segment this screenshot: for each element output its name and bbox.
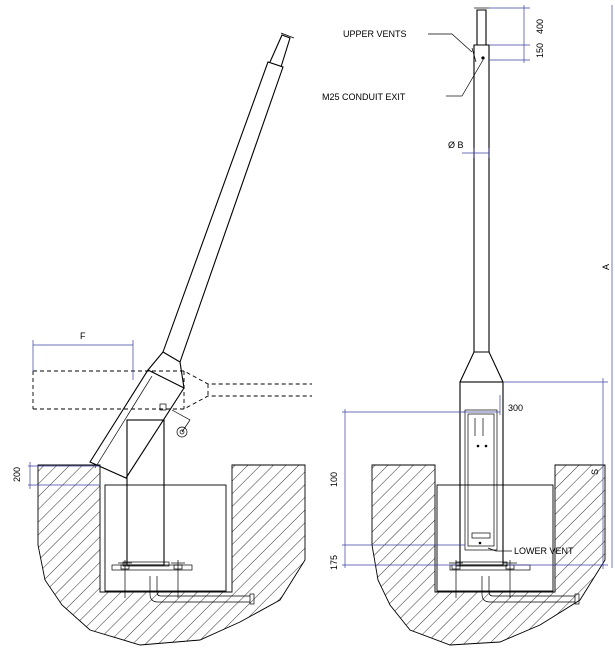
dim-diameter-b: Ø B xyxy=(448,140,490,158)
left-foundation xyxy=(104,484,227,592)
dim-300-value: 300 xyxy=(508,403,523,413)
right-ground xyxy=(371,464,606,646)
dim-400-150: 400 150 xyxy=(489,5,545,63)
left-pole-tip xyxy=(269,34,291,68)
label-conduit-exit: M25 CONDUIT EXIT xyxy=(322,92,406,102)
dim-a: A xyxy=(601,5,613,568)
dim-150-value: 150 xyxy=(535,43,545,58)
left-hinge-base xyxy=(126,419,165,566)
dim-f: F xyxy=(32,331,134,380)
conduit-exit-callout: M25 CONDUIT EXIT xyxy=(322,59,484,102)
left-lowered-position xyxy=(32,370,312,410)
label-diameter-b: Ø B xyxy=(448,140,464,150)
label-a: A xyxy=(601,264,611,270)
lower-vent-callout: LOWER VENT xyxy=(487,546,574,556)
right-taper xyxy=(459,351,504,383)
label-s: S xyxy=(590,469,600,475)
label-f: F xyxy=(80,331,86,341)
dim-100-175: 100 175 xyxy=(329,409,465,570)
right-pole-shaft xyxy=(473,44,490,352)
right-upright-view: 400 150 UPPER VENTS M25 CONDUIT EXIT Ø B… xyxy=(322,5,613,646)
right-pole-base xyxy=(459,381,504,566)
dim-s: S xyxy=(503,378,608,569)
dim-175-value: 175 xyxy=(329,555,339,570)
left-tilted-base xyxy=(89,369,185,479)
right-pole-tip xyxy=(476,9,487,45)
left-tilt-view: F 200 xyxy=(12,32,312,646)
right-foundation xyxy=(436,484,554,592)
label-lower-vent: LOWER VENT xyxy=(514,546,574,556)
dim-200: 200 xyxy=(12,462,100,489)
right-conduit xyxy=(481,576,575,603)
left-conduit xyxy=(149,576,250,603)
dim-400-value: 400 xyxy=(535,19,545,34)
left-taper xyxy=(147,351,185,389)
dim-200-value: 200 xyxy=(12,467,22,482)
left-ground xyxy=(37,464,306,646)
dim-300: 300 xyxy=(463,395,523,415)
right-door xyxy=(464,409,498,551)
left-pole-shaft xyxy=(162,61,284,363)
dim-100-value: 100 xyxy=(329,472,339,487)
label-upper-vents: UPPER VENTS xyxy=(343,29,407,39)
upper-vents-callout: UPPER VENTS xyxy=(343,29,473,53)
